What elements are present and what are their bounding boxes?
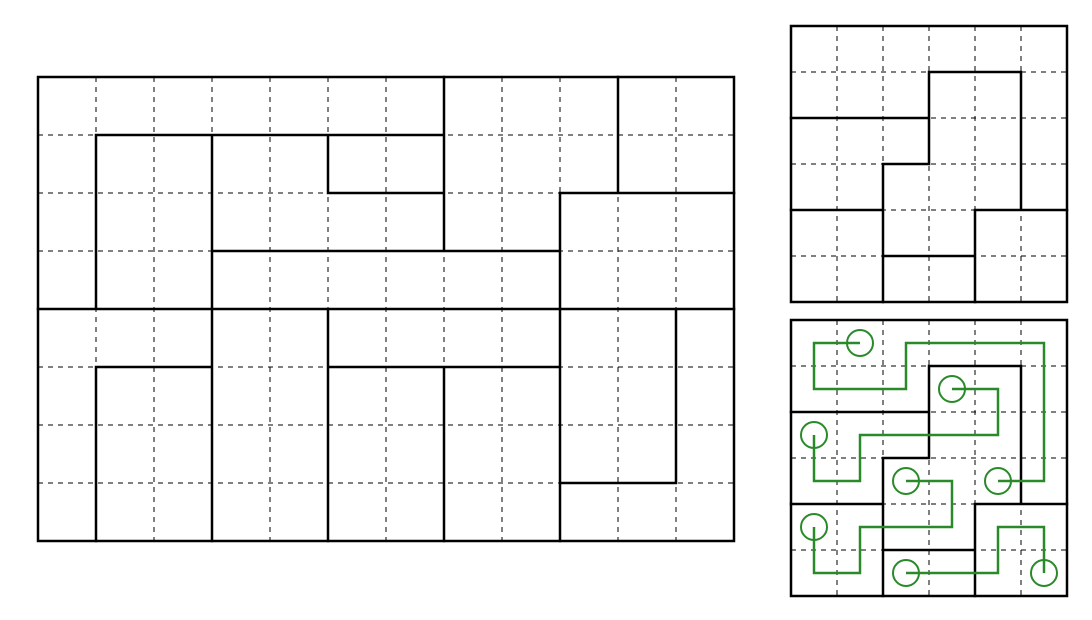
endpoint-circle: [938, 375, 966, 403]
solution-path: [906, 525, 1046, 575]
solution-path: [812, 387, 1000, 483]
endpoint-circle: [846, 329, 874, 357]
endpoint-circle: [892, 467, 920, 495]
endpoint-circle: [800, 513, 828, 541]
endpoint-circle: [984, 467, 1012, 495]
solution-path: [812, 479, 954, 575]
endpoint-circle: [1030, 559, 1058, 587]
outer-border: [789, 318, 1069, 598]
outer-border: [36, 75, 736, 543]
example-puzzle-grid: [789, 24, 1069, 304]
solution-path: [812, 341, 1046, 483]
solved-example-grid: [789, 318, 1069, 598]
main-puzzle-grid[interactable]: [36, 75, 736, 543]
outer-border: [789, 24, 1069, 304]
endpoint-circle: [800, 421, 828, 449]
region-border: [36, 75, 736, 543]
endpoint-circle: [892, 559, 920, 587]
region-border: [789, 70, 1069, 304]
